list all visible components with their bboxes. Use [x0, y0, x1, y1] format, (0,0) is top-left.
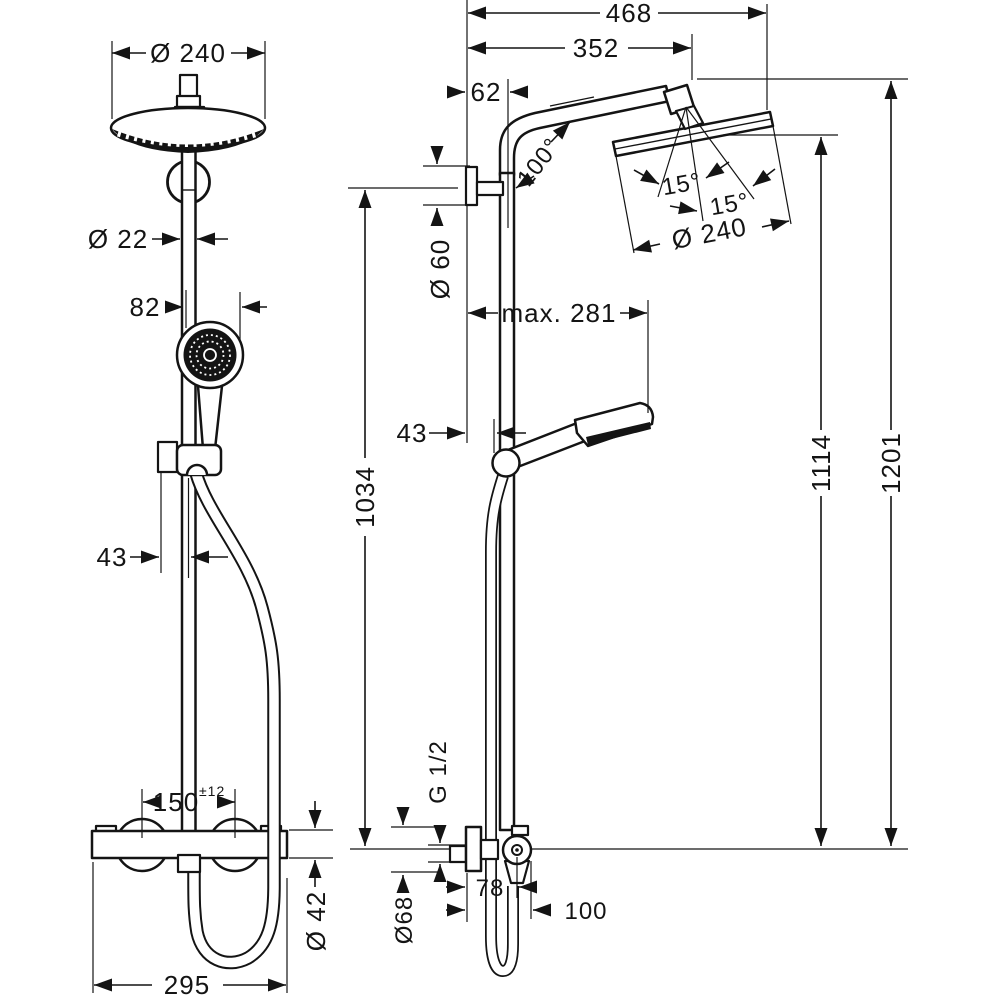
dim-side-total-height: 1201 [530, 78, 908, 850]
label-front-riser-height: 1034 [350, 466, 380, 528]
label-front-connection-tolerance: ±12 [199, 783, 225, 799]
label-side-arm-reach: 352 [573, 33, 619, 63]
label-side-tilt-left: 15° [660, 168, 703, 201]
hand-shower-front [175, 320, 245, 451]
label-side-tilt-right: 15° [708, 188, 751, 221]
label-front-hand-shower-offset: 82 [130, 292, 161, 322]
label-side-height-to-head: 1114 [806, 434, 836, 492]
dim-front-connection-distance: 150 ±12 [141, 783, 236, 838]
dim-side-wall-to-pipe: 62 [447, 77, 528, 228]
riser-pipe-side [498, 171, 516, 832]
dim-front-head-diameter: Ø 240 [111, 38, 266, 119]
label-front-holder-offset: 43 [97, 542, 128, 572]
dim-front-valve-diameter: Ø 42 [289, 801, 333, 951]
label-front-connection-distance: 150 [153, 787, 199, 817]
dim-front-hand-shower-offset: 82 [130, 290, 267, 340]
ball-joint-mount [674, 104, 705, 131]
dim-front-holder-offset: 43 [97, 472, 228, 578]
holder-pivot [491, 448, 521, 478]
spray-face [112, 129, 264, 153]
label-side-wall-to-pipe: 62 [471, 77, 502, 107]
label-side-total-reach: 468 [606, 0, 652, 28]
label-side-knob-depth: 100 [564, 898, 607, 925]
bracket-arm [475, 180, 505, 197]
bracket-escutcheon [464, 165, 479, 207]
label-side-max-reach: max. 281 [502, 298, 617, 328]
dim-side-arm-reach: 352 [468, 33, 693, 80]
hand-shower-holder-front [156, 440, 223, 477]
dim-side-total-reach: 468 [468, 0, 768, 110]
dim-front-riser-height: 1034 [348, 187, 458, 846]
dim-side-wall-to-holder: 43 [397, 418, 526, 453]
label-side-total-height: 1201 [876, 432, 906, 494]
dim-side-valve-depth: 78 [446, 857, 537, 922]
dim-side-max-reach: max. 281 [468, 298, 649, 413]
thermostat-valve-side [448, 824, 533, 885]
label-side-valve-depth: 78 [476, 875, 505, 902]
thermostat-valve-front [90, 817, 289, 873]
dim-front-pipe-diameter: Ø 22 [88, 224, 228, 254]
dim-side-supply-thread: G 1/2 [425, 740, 465, 882]
valve-body [90, 829, 289, 860]
overhead-shower-front [109, 73, 267, 153]
dim-front-valve-width: 295 [92, 862, 288, 1000]
label-side-supply-thread: G 1/2 [425, 740, 452, 804]
dimensions: Ø 240 Ø 22 82 43 1034 [88, 0, 908, 1000]
dim-side-height-to-head: 1114 [723, 134, 838, 846]
label-side-wall-to-holder: 43 [397, 418, 428, 448]
dim-side-valve-escutcheon: Ø68 [391, 807, 438, 944]
label-side-bracket-escutcheon: Ø 60 [425, 239, 455, 299]
label-front-head-diameter: Ø 240 [150, 38, 226, 68]
shower-hose-side [485, 474, 519, 978]
valve-escutcheon [464, 825, 483, 873]
shower-hose-front [187, 470, 281, 970]
dim-side-head-tilt: 15° 15° [633, 106, 776, 221]
valve-outlet-front [176, 853, 202, 874]
front-view [90, 73, 289, 970]
dim-side-knob-depth: 100 [446, 861, 607, 925]
label-front-pipe-diameter: Ø 22 [88, 224, 148, 254]
hand-shower-side [491, 401, 655, 478]
label-side-arm-angle: 100° [512, 133, 566, 192]
supply-nipple [448, 844, 468, 864]
label-side-valve-escutcheon: Ø68 [391, 896, 418, 944]
side-view [350, 0, 775, 978]
label-side-head-diameter: Ø 240 [669, 211, 749, 255]
label-front-valve-width: 295 [164, 970, 210, 1000]
dim-side-bracket-escutcheon: Ø 60 [423, 146, 470, 299]
label-front-valve-diameter: Ø 42 [301, 891, 331, 951]
hand-shower-handle [196, 384, 224, 451]
